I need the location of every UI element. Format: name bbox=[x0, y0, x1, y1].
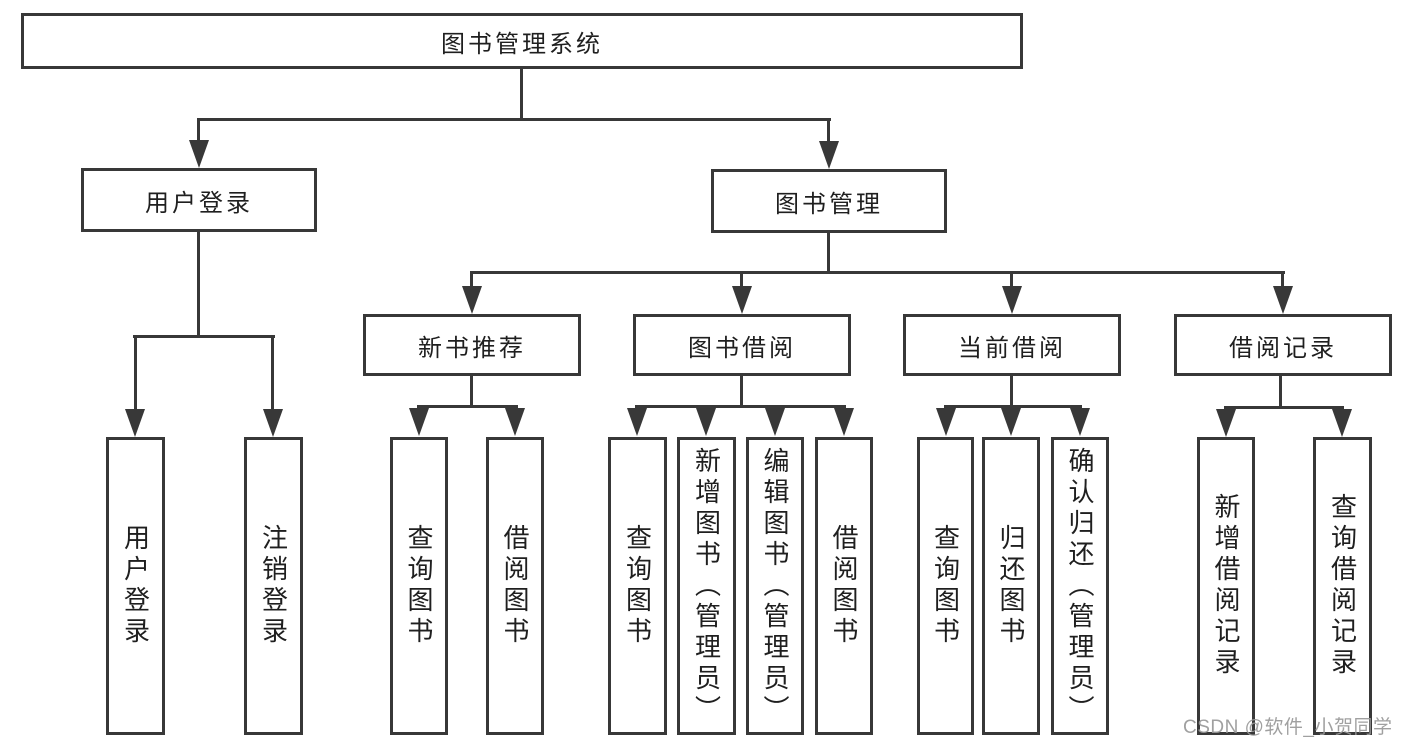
leaf-current-return-books: 归还图书 bbox=[982, 437, 1040, 735]
connector-line bbox=[827, 233, 830, 274]
leaf-logout-label: 注销登录 bbox=[258, 524, 289, 648]
leaf-borrowing-borrow-books: 借阅图书 bbox=[815, 437, 873, 735]
connector-line bbox=[133, 335, 275, 338]
arrow-down-icon bbox=[263, 409, 283, 437]
leaf-borrowing-edit-books: 编辑图书（管理员） bbox=[746, 437, 804, 735]
arrow-down-icon bbox=[1002, 286, 1022, 314]
leaf-borrowing-edit-books-label: 编辑图书（管理员） bbox=[760, 446, 790, 726]
connector-line bbox=[470, 376, 473, 408]
connector-line bbox=[1281, 271, 1284, 289]
arrow-down-icon bbox=[936, 408, 956, 436]
node-user-login: 用户登录 bbox=[81, 168, 317, 232]
arrow-down-icon bbox=[189, 140, 209, 168]
leaf-current-confirm-return-label: 确认归还（管理员） bbox=[1065, 446, 1095, 726]
connector-line bbox=[1010, 376, 1013, 408]
node-root-label: 图书管理系统 bbox=[441, 30, 603, 58]
node-book-management: 图书管理 bbox=[711, 169, 947, 233]
leaf-current-return-books-label: 归还图书 bbox=[996, 524, 1026, 648]
leaf-borrowing-query-books: 查询图书 bbox=[608, 437, 667, 735]
connector-line bbox=[827, 118, 830, 146]
leaf-current-query-books: 查询图书 bbox=[917, 437, 974, 735]
watermark: CSDN @软件_小贺同学 bbox=[1183, 717, 1393, 738]
node-user-login-label: 用户登录 bbox=[145, 189, 253, 217]
leaf-borrowing-add-books: 新增图书（管理员） bbox=[677, 437, 736, 735]
connector-line bbox=[197, 232, 200, 338]
leaf-records-add-record-label: 新增借阅记录 bbox=[1211, 493, 1241, 679]
leaf-current-query-books-label: 查询图书 bbox=[930, 524, 961, 648]
arrow-down-icon bbox=[1070, 408, 1090, 436]
connector-line bbox=[1279, 376, 1282, 409]
connector-line bbox=[635, 405, 846, 408]
leaf-records-query-record-label: 查询借阅记录 bbox=[1327, 493, 1358, 679]
leaf-recommend-borrow-books-label: 借阅图书 bbox=[500, 524, 530, 648]
leaf-records-add-record: 新增借阅记录 bbox=[1197, 437, 1255, 735]
leaf-recommend-query-books: 查询图书 bbox=[390, 437, 448, 735]
connector-line bbox=[740, 271, 743, 289]
node-book-management-label: 图书管理 bbox=[775, 190, 883, 218]
arrow-down-icon bbox=[125, 409, 145, 437]
arrow-down-icon bbox=[732, 286, 752, 314]
connector-line bbox=[470, 271, 1285, 274]
connector-line bbox=[271, 335, 274, 413]
connector-line bbox=[470, 271, 473, 289]
leaf-borrowing-borrow-books-label: 借阅图书 bbox=[829, 524, 859, 648]
node-root: 图书管理系统 bbox=[21, 13, 1023, 69]
leaf-borrowing-add-books-label: 新增图书（管理员） bbox=[691, 446, 722, 726]
arrow-down-icon bbox=[834, 408, 854, 436]
arrow-down-icon bbox=[1332, 409, 1352, 437]
leaf-user-login-label: 用户登录 bbox=[120, 524, 151, 648]
node-book-borrowing-label: 图书借阅 bbox=[688, 334, 796, 362]
leaf-records-query-record: 查询借阅记录 bbox=[1313, 437, 1372, 735]
leaf-recommend-query-books-label: 查询图书 bbox=[404, 524, 434, 648]
node-borrowing-records-label: 借阅记录 bbox=[1229, 334, 1337, 362]
arrow-down-icon bbox=[1216, 409, 1236, 437]
leaf-user-login: 用户登录 bbox=[106, 437, 165, 735]
node-current-borrowing-label: 当前借阅 bbox=[958, 334, 1066, 362]
connector-line bbox=[197, 118, 831, 121]
connector-line bbox=[1224, 406, 1344, 409]
leaf-recommend-borrow-books: 借阅图书 bbox=[486, 437, 544, 735]
arrow-down-icon bbox=[627, 408, 647, 436]
leaf-logout: 注销登录 bbox=[244, 437, 303, 735]
leaf-borrowing-query-books-label: 查询图书 bbox=[622, 524, 653, 648]
node-current-borrowing: 当前借阅 bbox=[903, 314, 1121, 376]
connector-line bbox=[134, 335, 137, 413]
connector-line bbox=[740, 376, 743, 408]
arrow-down-icon bbox=[765, 408, 785, 436]
arrow-down-icon bbox=[505, 408, 525, 436]
arrow-down-icon bbox=[462, 286, 482, 314]
node-new-book-recommend: 新书推荐 bbox=[363, 314, 581, 376]
node-new-book-recommend-label: 新书推荐 bbox=[418, 334, 526, 362]
arrow-down-icon bbox=[409, 408, 429, 436]
connector-line bbox=[197, 118, 200, 146]
connector-line bbox=[944, 405, 1082, 408]
connector-line bbox=[1010, 271, 1013, 289]
connector-line bbox=[417, 405, 518, 408]
connector-line bbox=[520, 69, 523, 121]
node-book-borrowing: 图书借阅 bbox=[633, 314, 851, 376]
leaf-current-confirm-return: 确认归还（管理员） bbox=[1051, 437, 1109, 735]
arrow-down-icon bbox=[1273, 286, 1293, 314]
arrow-down-icon bbox=[819, 141, 839, 169]
node-borrowing-records: 借阅记录 bbox=[1174, 314, 1392, 376]
arrow-down-icon bbox=[1001, 408, 1021, 436]
arrow-down-icon bbox=[696, 408, 716, 436]
